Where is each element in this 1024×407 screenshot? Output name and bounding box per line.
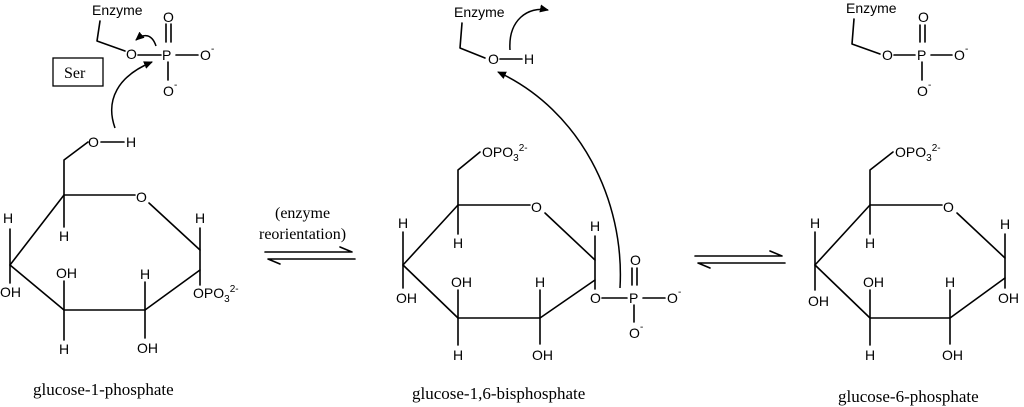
phosphate-o-bottom: O [629, 325, 640, 341]
pyranose-ring [814, 204, 1006, 319]
ring-oxygen: O [943, 199, 954, 215]
phosphate-o-right: O [667, 290, 678, 306]
ser-phosphorus: P [162, 47, 171, 63]
c2-hydrogen: H [945, 274, 955, 290]
c6-phosphate: OPO32- [482, 143, 528, 164]
c6-bond [63, 141, 89, 196]
c4-hydrogen: H [3, 210, 13, 226]
p-double-bond [631, 267, 638, 286]
pyranose-ring [9, 194, 201, 311]
phosphate-o-top: O [630, 252, 641, 268]
c6-bond [457, 151, 481, 206]
c2-hydrogen: H [140, 266, 150, 282]
c3-hydroxyl: OH [56, 265, 77, 281]
equilibrium-arrow-1: (enzyme reorientation) [259, 205, 356, 265]
charge-minus: - [965, 44, 968, 55]
c1-phosphorus: P [629, 290, 638, 306]
caption-glucose-1-phosphate: glucose-1-phosphate [33, 380, 174, 399]
ser-label: Ser [64, 65, 86, 82]
forward-half-arrow [264, 246, 353, 253]
c1-hydrogen: H [195, 210, 205, 226]
enzyme-label: Enzyme [454, 4, 505, 20]
c2-hydrogen: H [535, 274, 545, 290]
c3-hydrogen: H [453, 347, 463, 363]
charge-minus: - [174, 80, 177, 91]
ser-phosphate-o-top: O [918, 9, 929, 25]
enzyme-ch2-bond [96, 20, 126, 52]
ser-phosphate-o-right: O [200, 47, 211, 63]
enzyme-label: Enzyme [846, 0, 897, 16]
ser-oxygen: O [882, 47, 893, 63]
c6-bond [869, 151, 894, 206]
serine-hydrogen: H [524, 51, 534, 67]
charge-minus: - [211, 44, 214, 55]
left-molecule: Enzyme Ser O P O O - O - O H O H H OPO32… [0, 2, 239, 399]
c4-hydrogen: H [810, 215, 820, 231]
pyranose-ring [402, 204, 596, 319]
c5-hydrogen: H [453, 235, 463, 251]
c6-phosphate: OPO32- [895, 143, 941, 164]
charge-minus: - [928, 80, 931, 91]
enzyme-ch2-bond [459, 22, 486, 59]
reaction-note-line1: (enzyme [275, 205, 330, 222]
caption-glucose-1-6-bisphosphate: glucose-1,6-bisphosphate [412, 384, 585, 403]
c1-phosphate: OPO32- [193, 284, 239, 305]
charge-minus: - [678, 287, 681, 298]
reaction-note-line2: reorientation) [259, 226, 346, 243]
c1-oxygen: O [590, 290, 601, 306]
c4-hydroxyl: OH [0, 284, 21, 300]
ser-phosphate-o-bottom: O [163, 83, 174, 99]
c6-oxygen: O [88, 134, 99, 150]
ring-oxygen: O [531, 199, 542, 215]
c1-hydrogen: H [590, 218, 600, 234]
electron-arrow-oh-release [509, 4, 549, 51]
c4-hydroxyl: OH [808, 293, 829, 309]
ser-phosphate-o-bottom: O [917, 83, 928, 99]
ring-oxygen: O [136, 189, 147, 205]
c3-hydroxyl: OH [863, 274, 884, 290]
c2-hydroxyl: OH [137, 340, 158, 356]
c4-hydroxyl: OH [396, 290, 417, 306]
c1-hydrogen: H [1000, 216, 1010, 232]
c3-hydrogen: H [59, 341, 69, 357]
c5-hydrogen: H [59, 228, 69, 244]
ser-oxygen: O [126, 46, 137, 62]
ser-phosphate-o-right: O [954, 47, 965, 63]
c6-hydrogen: H [126, 134, 136, 150]
c3-hydrogen: H [865, 347, 875, 363]
reverse-half-arrow [267, 258, 356, 265]
c4-hydrogen: H [398, 215, 408, 231]
ser-phosphate-o-top: O [163, 9, 174, 25]
middle-molecule: Enzyme O H OPO32- O H H O P O O - O - H … [396, 4, 681, 403]
c2-hydroxyl: OH [532, 347, 553, 363]
c2-hydroxyl: OH [942, 347, 963, 363]
ser-p-double-bond [165, 23, 172, 43]
charge-minus: - [640, 322, 643, 333]
forward-half-arrow [694, 250, 783, 257]
ser-p-double-bond [919, 24, 926, 43]
electron-arrow-phosphate-transfer [497, 71, 622, 289]
equilibrium-arrow-2 [694, 250, 786, 269]
reverse-half-arrow [697, 262, 786, 269]
right-molecule: Enzyme O P O O - O - OPO32- O H H OH H O… [808, 0, 1019, 406]
electron-arrow-oh-attack [110, 61, 153, 129]
c5-hydrogen: H [865, 235, 875, 251]
ser-box [52, 57, 104, 87]
caption-glucose-6-phosphate: glucose-6-phosphate [838, 387, 979, 406]
enzyme-label: Enzyme [92, 2, 143, 18]
enzyme-ch2-bond [851, 18, 881, 55]
electron-arrow-p-to-o [135, 31, 157, 47]
serine-oxygen: O [488, 51, 499, 67]
ser-phosphorus: P [917, 47, 926, 63]
c3-hydroxyl: OH [451, 274, 472, 290]
c1-hydroxyl: OH [998, 290, 1019, 306]
